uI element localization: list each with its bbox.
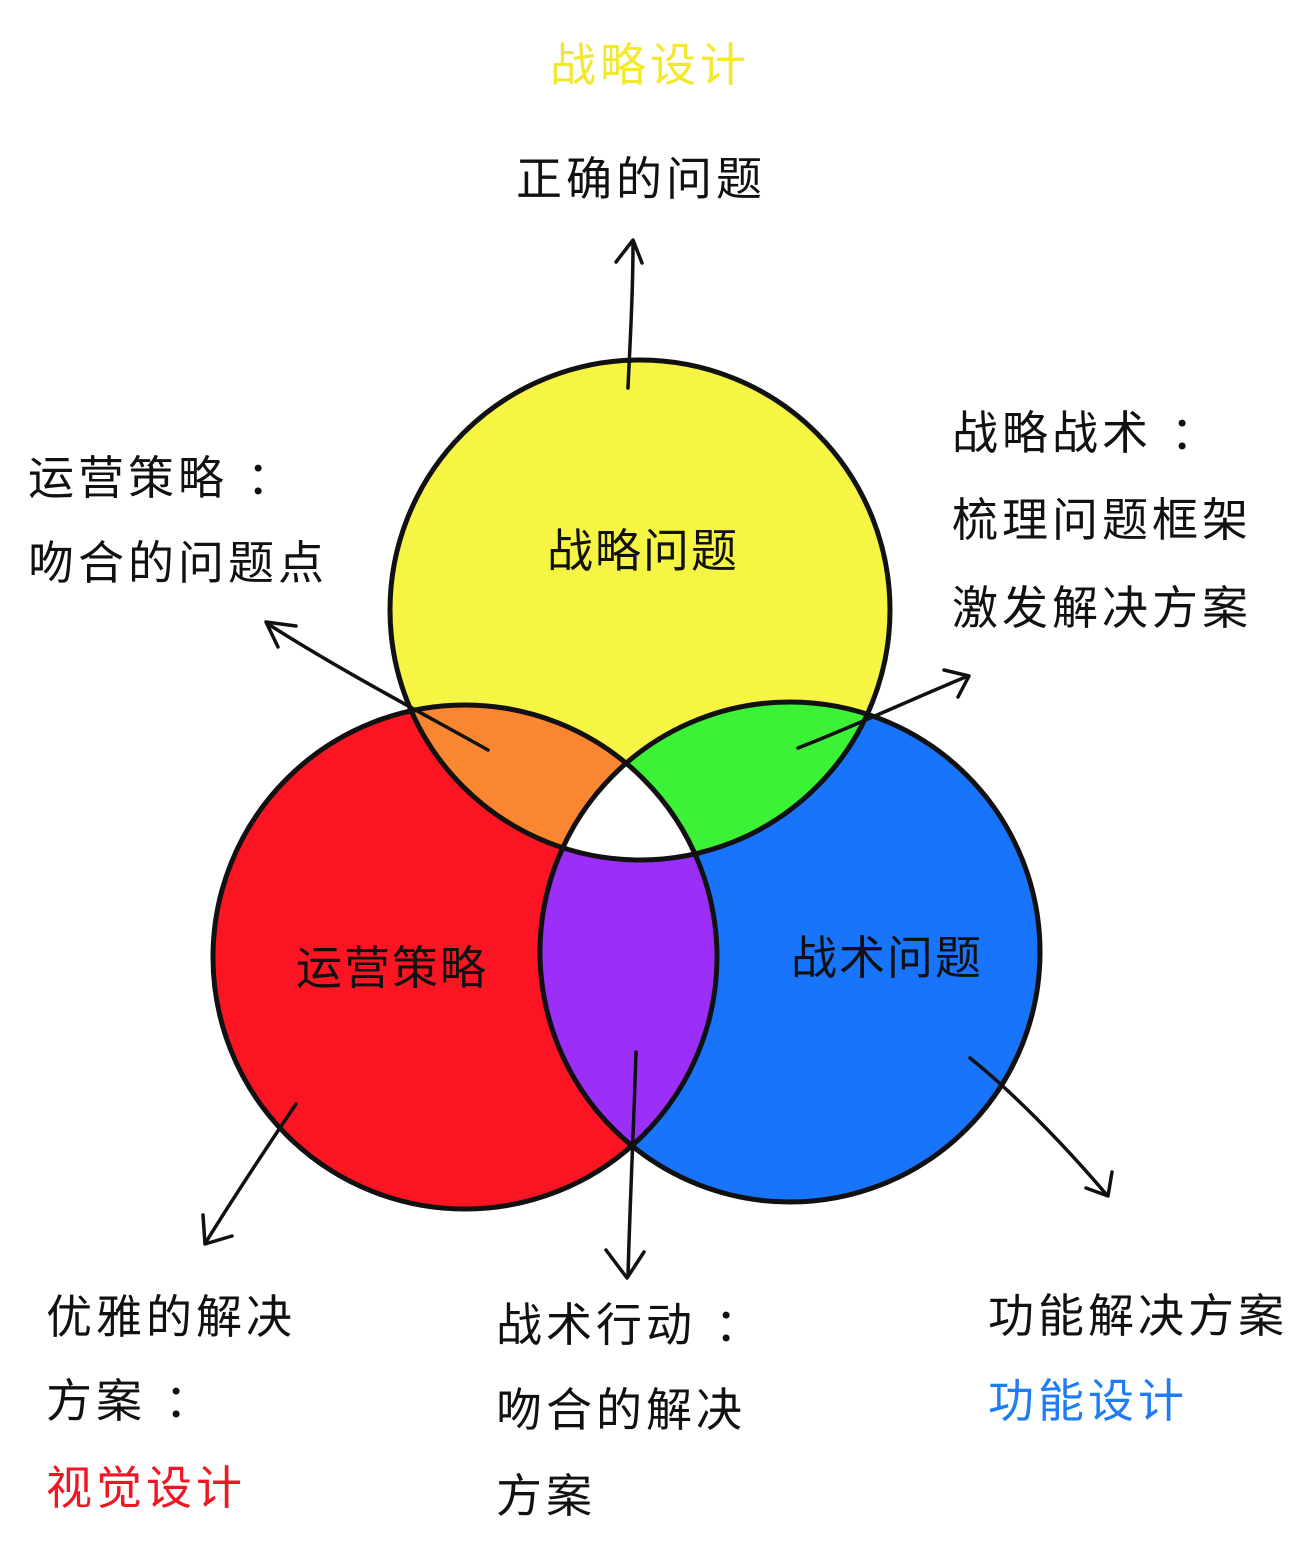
arrow-top-right — [796, 674, 970, 750]
top-title: 战略设计 — [550, 38, 750, 92]
annotation-top-right-line3: 激发解决方案 — [952, 581, 1252, 635]
arrow-top-left-head — [264, 620, 298, 649]
annotation-bottom-left-line1: 优雅的解决 — [46, 1290, 296, 1344]
arrow-bottom-right-head — [1084, 1170, 1114, 1198]
annotation-bottom-center-line3: 方案 — [496, 1469, 596, 1523]
annotation-bottom-right-line1: 功能解决方案 — [988, 1289, 1288, 1343]
arrow-top-left — [266, 622, 490, 752]
annotation-bottom-left-tag: 视觉设计 — [46, 1461, 246, 1515]
annotation-bottom-left-line2: 方案 ： — [46, 1374, 215, 1428]
arrow-top-right-head — [942, 668, 971, 699]
circle-operations-label: 运营策略 — [296, 941, 488, 995]
circle-strategy-outline — [387, 357, 893, 863]
arrow-bottom-left-head — [201, 1213, 234, 1246]
annotation-top-right-line2: 梳理问题框架 — [952, 493, 1252, 547]
circle-tactics-outline — [537, 699, 1043, 1205]
annotation-bottom-center-line2: 吻合的解决 — [496, 1383, 746, 1437]
arrow-bottom-center — [626, 1050, 638, 1278]
circle-strategy-label: 战略问题 — [547, 524, 739, 578]
arrow-bottom-right — [968, 1056, 1108, 1196]
arrow-bottom-center-head — [604, 1248, 646, 1280]
arrow-bottom-left — [204, 1102, 298, 1244]
overlap-center — [540, 705, 717, 860]
circle-tactics-label: 战术问题 — [791, 931, 983, 985]
arrow-up-head — [614, 238, 644, 265]
annotation-bottom-right-tag: 功能设计 — [988, 1374, 1188, 1428]
top-result: 正确的问题 — [516, 152, 766, 206]
annotation-top-left-line2: 吻合的问题点 — [28, 536, 328, 590]
arrow-up — [626, 242, 635, 390]
annotation-top-right-line1: 战略战术 ： — [952, 406, 1221, 460]
annotation-bottom-center-line1: 战术行动 ： — [496, 1298, 765, 1352]
annotation-top-left-line1: 运营策略 ： — [28, 451, 297, 505]
circle-operations-outline — [210, 702, 720, 1212]
